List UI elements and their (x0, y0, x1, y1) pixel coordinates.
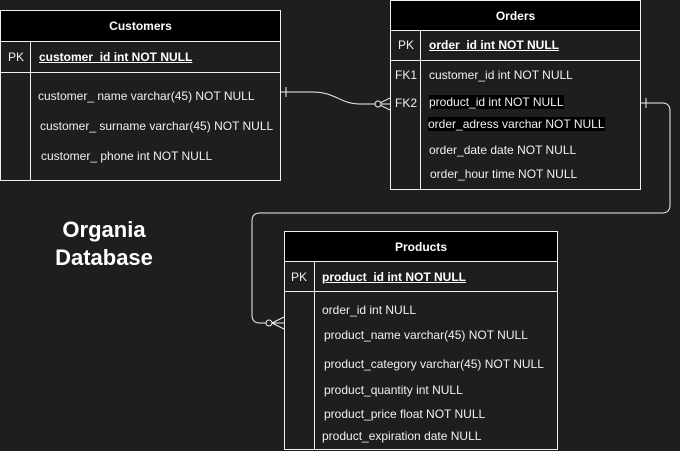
orders-key-column (391, 31, 421, 189)
customers-field: customer_ surname varchar(45) NOT NULL (40, 119, 274, 133)
customers-pk-row (1, 42, 280, 73)
products-field: product_price float NOT NULL (324, 407, 486, 421)
orders-fk1-label: FK1 (395, 68, 418, 82)
products-pk-label: PK (291, 270, 308, 284)
products-field: product_name varchar(45) NOT NULL (324, 328, 528, 342)
customers-pk-label: PK (8, 50, 25, 64)
orders-field: product_id int NOT NULL (429, 95, 564, 109)
orders-table[interactable]: Orders PK order_id int NOT NULL FK1 FK2 … (390, 0, 641, 190)
products-pk-field: product_id int NOT NULL (322, 270, 466, 284)
orders-products-connector (251, 98, 671, 330)
diagram-title-line: Organia (62, 217, 146, 242)
customers-orders-connector (281, 87, 391, 111)
products-header: Products (285, 232, 557, 262)
orders-field: order_hour time NOT NULL (430, 167, 578, 181)
orders-pk-field: order_id int NOT NULL (429, 38, 559, 52)
orders-field: order_date date NOT NULL (429, 143, 577, 157)
products-field: product_expiration date NULL (322, 429, 482, 443)
products-field: product_category varchar(45) NOT NULL (324, 357, 544, 371)
orders-pk-label: PK (398, 38, 415, 52)
orders-fk2-label: FK2 (395, 96, 418, 110)
orders-field: customer_id int NOT NULL (429, 68, 573, 82)
customers-table[interactable]: Customers PK customer_id int NOT NULL cu… (0, 10, 281, 181)
orders-field: order_adress varchar NOT NULL (428, 117, 605, 131)
customers-field: customer_ name varchar(45) NOT NULL (38, 89, 255, 103)
products-key-column (285, 262, 315, 449)
customers-pk-field: customer_id int NOT NULL (39, 50, 193, 64)
orders-pk-row (391, 31, 640, 61)
customers-header: Customers (1, 11, 280, 42)
products-table[interactable]: Products PK product_id int NOT NULL orde… (284, 231, 558, 450)
products-field: order_id int NULL (322, 303, 417, 317)
products-pk-row (285, 262, 557, 292)
orders-header: Orders (391, 1, 640, 31)
customers-field: customer_ phone int NOT NULL (41, 149, 213, 163)
diagram-title-line: Database (55, 245, 153, 270)
products-field: product_quantity int NULL (324, 383, 463, 397)
customers-key-column (1, 42, 31, 180)
diagram-title: Organia Database (40, 216, 168, 272)
